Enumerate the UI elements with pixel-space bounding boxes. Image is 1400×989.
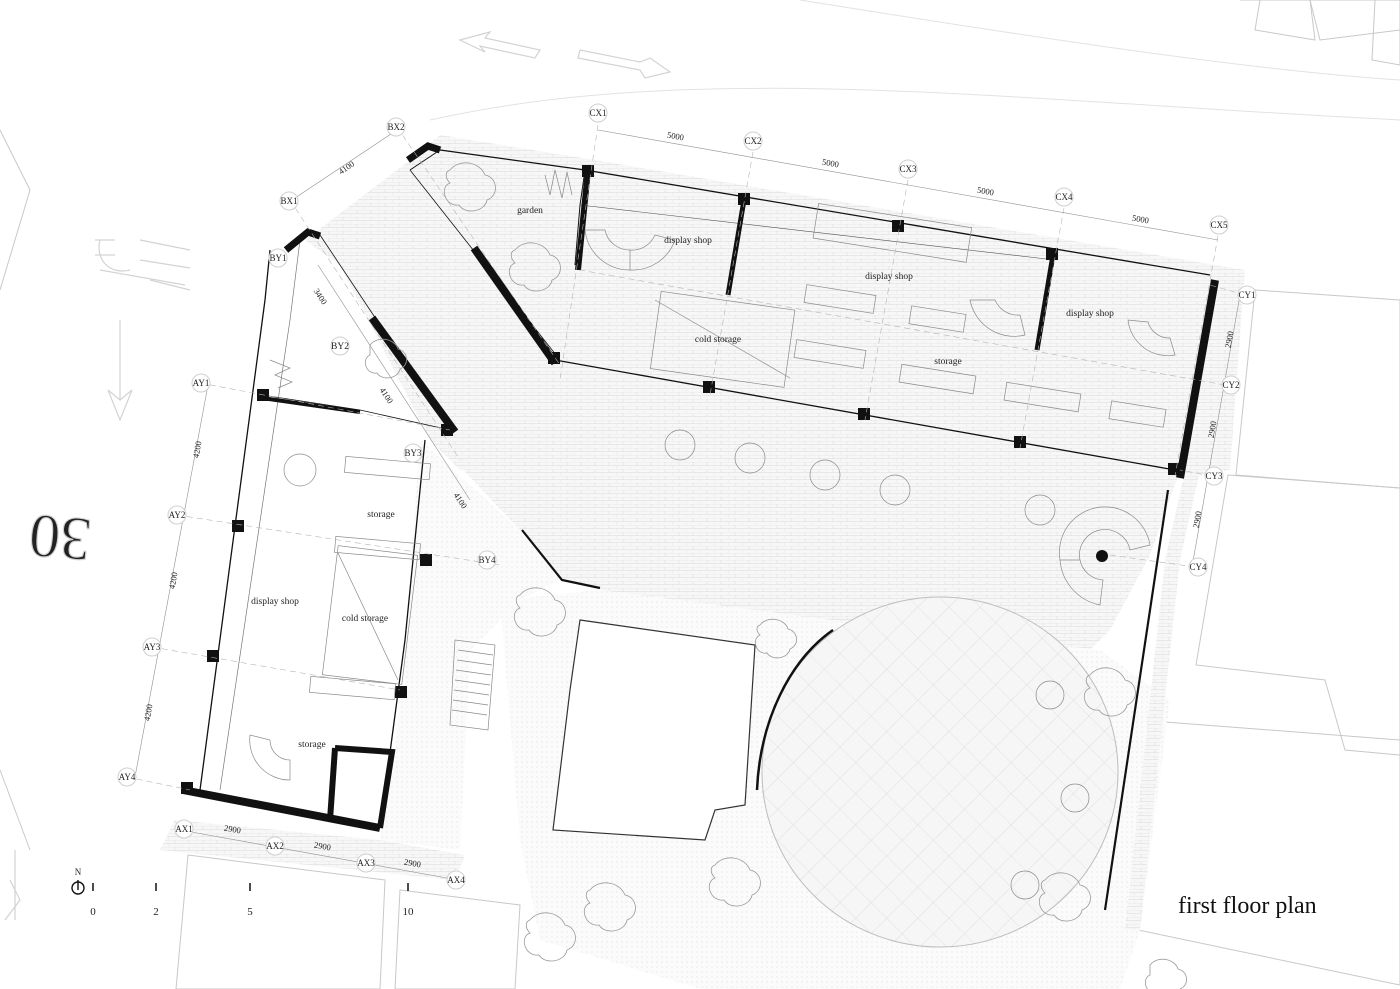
grid-label-ax2: AX2 — [266, 841, 284, 851]
grid-bubbles — [117, 103, 1257, 890]
paving — [160, 135, 1245, 989]
room-label-display-shop-3: display shop — [1066, 309, 1114, 319]
grid-label-ay2: AY2 — [169, 510, 186, 520]
dim-cy-3: 2900 — [1191, 510, 1204, 528]
grid-label-by3: BY3 — [404, 448, 422, 458]
grid-label-cy4: CY4 — [1189, 562, 1207, 572]
fixtures — [249, 169, 1176, 900]
grid-label-by1: BY1 — [269, 253, 286, 263]
dim-cx-1: 5000 — [666, 130, 684, 143]
scale-bar — [92, 883, 409, 891]
room-label-display-shop-2: display shop — [865, 272, 913, 282]
scale-label-0: 0 — [90, 906, 96, 918]
street-number-text: 30 — [26, 501, 94, 574]
grid-label-ax3: AX3 — [357, 858, 375, 868]
scale-labels: 0 2 5 10 — [90, 906, 414, 918]
dim-ay-2: 4200 — [167, 571, 180, 589]
grid-label-cx4: CX4 — [1055, 192, 1073, 202]
grid-label-ay1: AY1 — [193, 378, 210, 388]
dim-ax-1: 2900 — [223, 823, 241, 836]
grid-label-ay3: AY3 — [144, 642, 161, 652]
dim-cx-4: 5000 — [1131, 213, 1149, 226]
room-label-storage-bottom: storage — [298, 740, 325, 750]
scale-label-10: 10 — [403, 906, 415, 918]
grid-labels: CX1 CX2 CX3 CX4 CX5 CY1 CY2 CY3 CY4 BX1 … — [119, 108, 1256, 885]
grid-label-ay4: AY4 — [119, 772, 136, 782]
dim-cy-2: 2900 — [1206, 420, 1219, 438]
grid-label-ax1: AX1 — [175, 824, 193, 834]
dim-cy-1: 2900 — [1223, 330, 1236, 348]
room-label-display-shop-left: display shop — [251, 597, 299, 607]
grid-label-cy1: CY1 — [1238, 290, 1255, 300]
north-label: N — [75, 867, 82, 877]
dim-ax-2: 2900 — [313, 840, 331, 853]
dim-cx-3: 5000 — [976, 185, 994, 198]
scale-label-2: 2 — [153, 906, 159, 918]
grid-label-cx5: CX5 — [1210, 220, 1228, 230]
scale-label-5: 5 — [247, 906, 253, 918]
grid-label-cx1: CX1 — [589, 108, 606, 118]
room-label-cold-storage-top: cold storage — [695, 335, 741, 345]
grid-lines — [126, 124, 1246, 791]
dimension-lines — [134, 129, 1241, 881]
grid-label-cx2: CX2 — [744, 136, 761, 146]
grid-label-by4: BY4 — [478, 555, 496, 565]
room-label-display-shop-1: display shop — [664, 236, 712, 246]
grid-label-ax4: AX4 — [447, 875, 465, 885]
grid-label-cx3: CX3 — [899, 164, 917, 174]
room-label-by2: BY2 — [331, 342, 349, 352]
north-arrow: N — [71, 867, 85, 895]
grid-label-bx1: BX1 — [280, 196, 297, 206]
dim-by-1: 3400 — [312, 287, 330, 307]
room-labels: garden display shop display shop display… — [251, 206, 1114, 750]
columns — [181, 165, 1180, 794]
dim-cx-2: 5000 — [821, 157, 839, 170]
dim-ay-1: 4200 — [191, 440, 204, 458]
room-label-garden: garden — [517, 206, 543, 216]
room-label-storage-top: storage — [934, 357, 961, 367]
dim-bx: 4100 — [336, 159, 356, 177]
street-markings — [4, 30, 672, 921]
dim-ay-3: 4200 — [142, 703, 155, 721]
room-label-storage-mid: storage — [367, 510, 394, 520]
grid-label-cy3: CY3 — [1205, 471, 1223, 481]
plan-title: first floor plan — [1178, 893, 1317, 919]
dim-ax-3: 2900 — [403, 857, 421, 870]
dim-by-2: 4100 — [378, 386, 396, 406]
grid-label-bx2: BX2 — [387, 122, 404, 132]
room-label-cold-storage-left: cold storage — [342, 614, 388, 624]
building-walls — [182, 142, 1219, 911]
grid-label-cy2: CY2 — [1222, 380, 1239, 390]
